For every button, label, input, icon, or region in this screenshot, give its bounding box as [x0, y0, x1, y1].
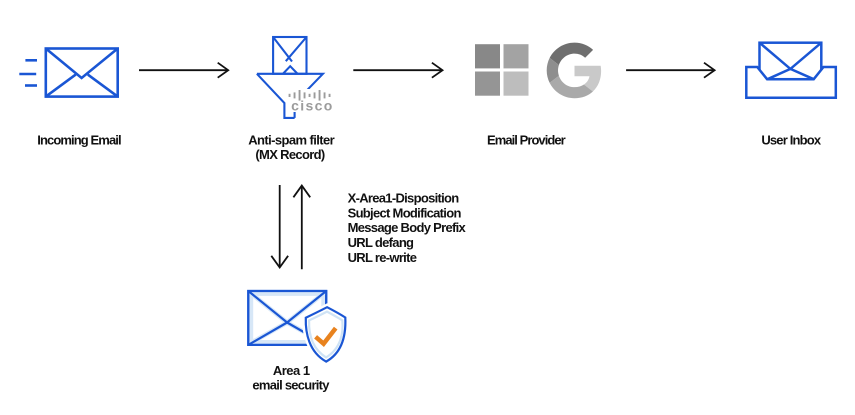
svg-text:Area 1: Area 1	[273, 363, 310, 378]
svg-text:Anti-spam filter: Anti-spam filter	[248, 132, 334, 147]
svg-text:(MX Record): (MX Record)	[255, 147, 325, 162]
svg-text:Message Body Prefix: Message Body Prefix	[348, 220, 467, 235]
svg-text:email security: email security	[252, 378, 330, 393]
svg-text:Subject Modification: Subject Modification	[348, 205, 462, 220]
svg-text:URL defang: URL defang	[348, 235, 414, 250]
svg-text:URL re-write: URL re-write	[348, 250, 417, 265]
svg-text:Incoming Email: Incoming Email	[37, 133, 121, 148]
svg-text:cisco: cisco	[291, 98, 334, 114]
svg-text:X-Area1-Disposition: X-Area1-Disposition	[348, 190, 460, 205]
svg-text:User Inbox: User Inbox	[761, 132, 821, 147]
svg-text:Email Provider: Email Provider	[487, 132, 566, 147]
